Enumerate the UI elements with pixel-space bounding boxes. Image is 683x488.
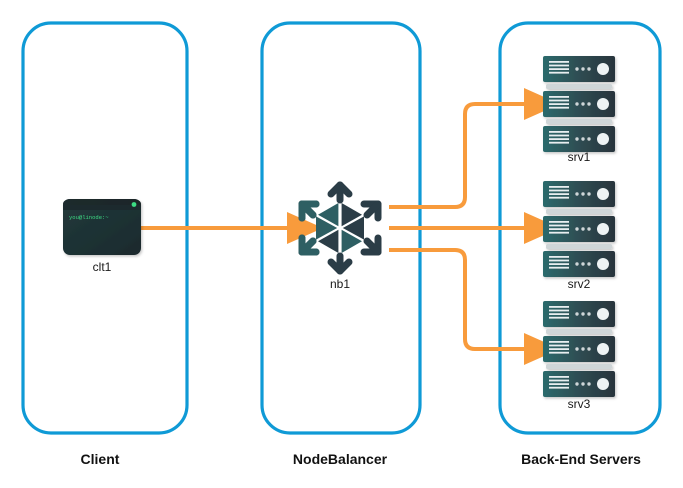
nodebalancer-arrows-accent-icon [298,200,320,256]
group-label-backend-servers: Back-End Servers [521,451,641,467]
group-label-nodebalancer: NodeBalancer [293,451,388,467]
terminal-status-dot-icon [131,202,137,207]
terminal-prompt-text: you@linode:~ [69,214,109,221]
node-label-srv2: srv2 [568,277,591,291]
server-rack-icon [543,181,615,277]
group-label-client: Client [81,451,120,467]
connections [140,88,560,365]
node-nb1[interactable] [298,181,382,275]
node-clt1[interactable]: you@linode:~ [63,199,141,255]
server-rack-icon [543,301,615,397]
server-rack-icon [543,56,615,152]
node-srv3[interactable] [543,301,615,397]
terminal-icon [63,199,141,255]
node-label-clt1: clt1 [93,260,112,274]
connection-nb1-to-srv3 [389,248,560,365]
nodebalancer-arrows-icon [298,181,382,275]
node-srv1[interactable] [543,56,615,152]
node-label-nb1: nb1 [330,277,350,291]
terminal-title-bar-fill [63,205,141,210]
node-label-srv3: srv3 [568,397,591,411]
node-srv2[interactable] [543,181,615,277]
node-label-srv1: srv1 [568,150,591,164]
nodebalancer-icon [316,203,364,253]
connection-nb1-to-srv1 [389,88,560,209]
